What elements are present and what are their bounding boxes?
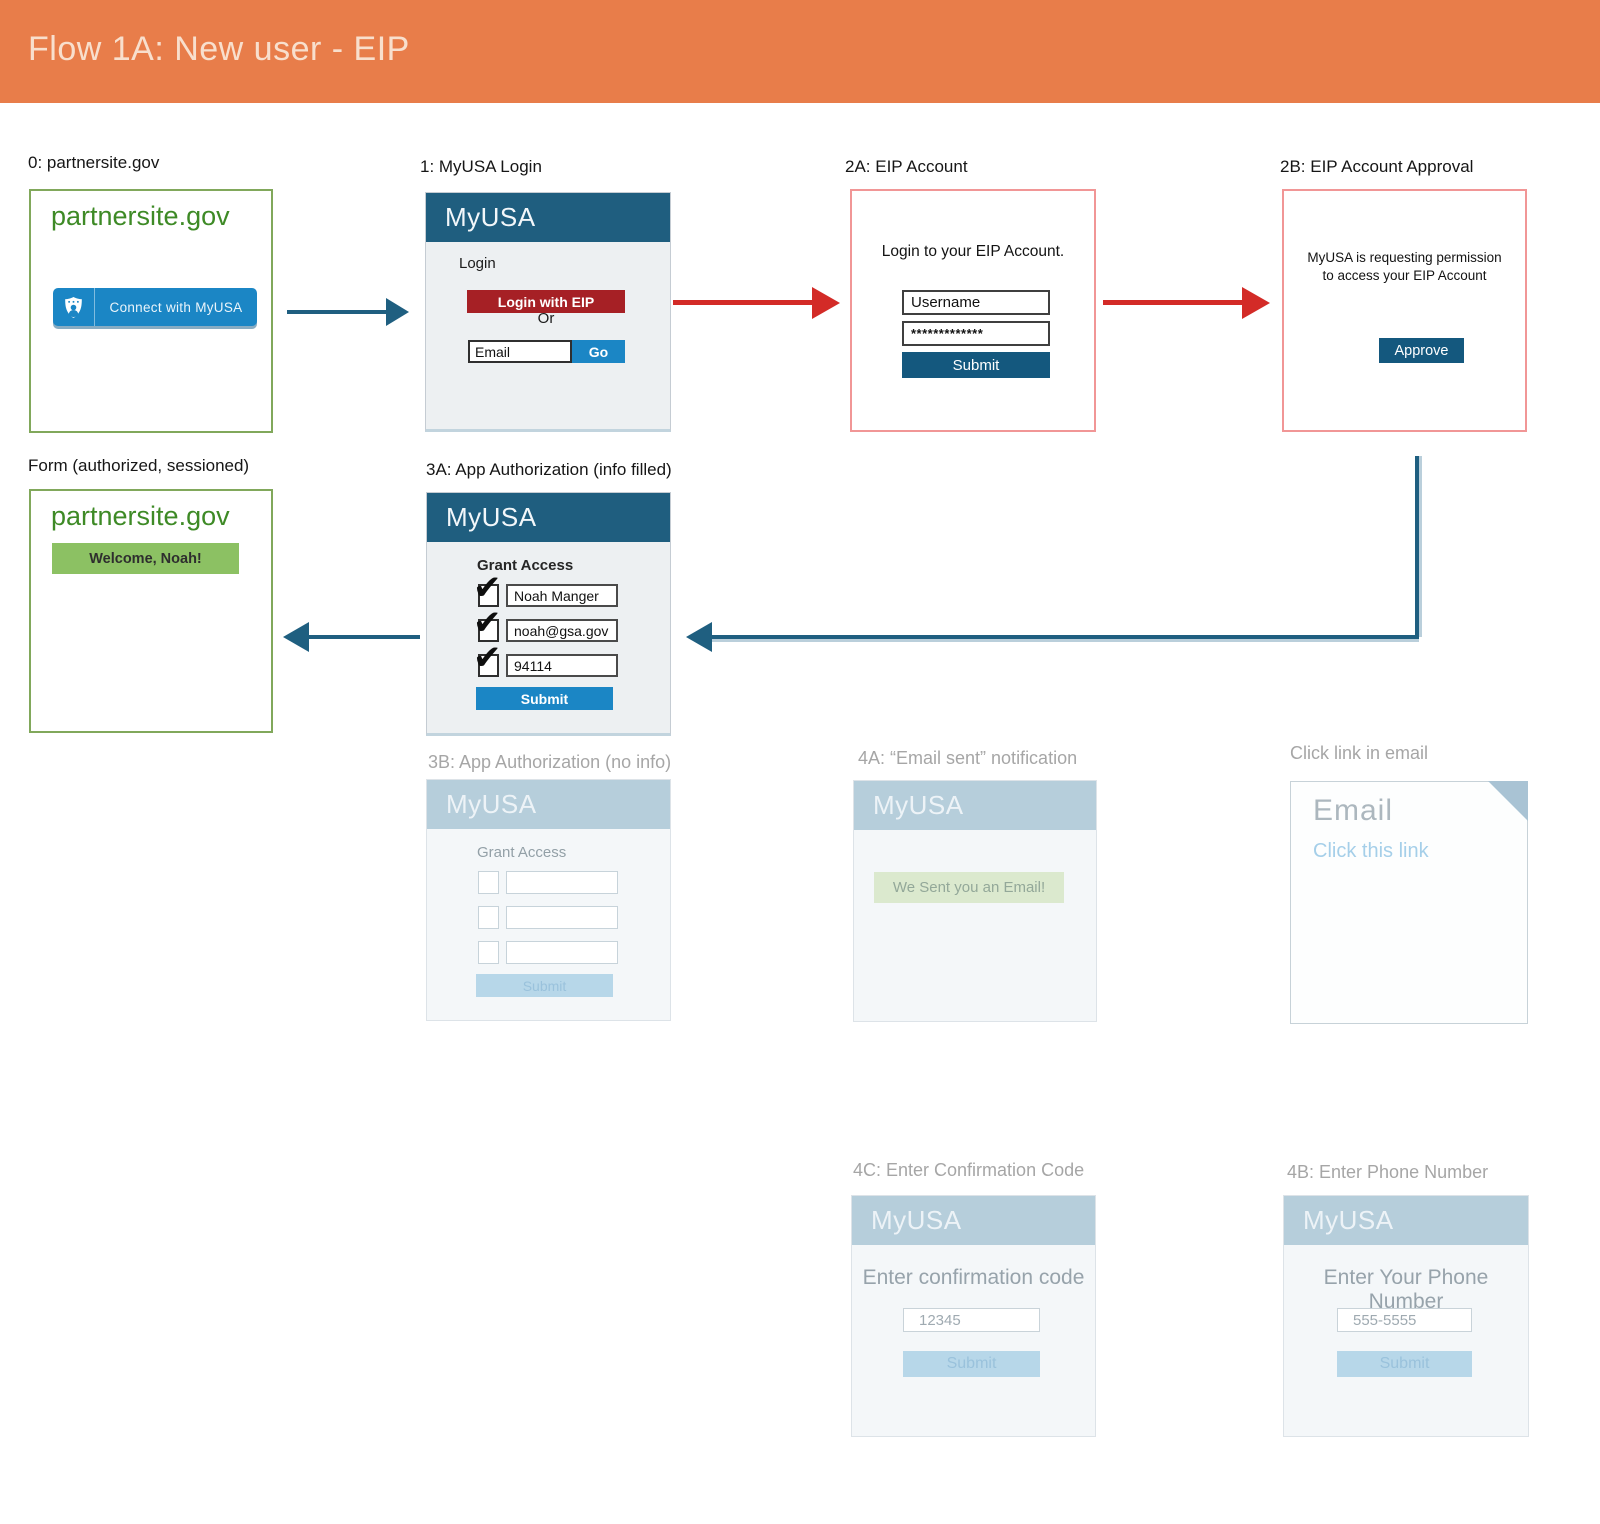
empty-field[interactable]	[506, 906, 618, 929]
arrowhead-approval-to-auth	[686, 622, 712, 652]
empty-checkbox[interactable]	[478, 871, 499, 894]
label-form-done: Form (authorized, sessioned)	[28, 456, 250, 475]
myusa-header: MyUSA	[427, 493, 670, 542]
email-checkbox[interactable]	[478, 619, 499, 642]
empty-field[interactable]	[506, 941, 618, 964]
label-phone-number: 4B: Enter Phone Number	[1287, 1162, 1489, 1182]
flow-title: Flow 1A: New user - EIP	[28, 30, 410, 68]
eip-submit-button[interactable]: Submit	[902, 352, 1050, 378]
welcome-banner: Welcome, Noah!	[52, 543, 239, 574]
arrow-partnersite-to-login	[287, 310, 387, 314]
go-button[interactable]: Go	[572, 340, 625, 363]
partnersite-window: partnersite.gov Connect with MyUSA	[29, 189, 273, 433]
connect-button-label: Connect with MyUSA	[109, 299, 243, 315]
myusa-logo: MyUSA	[445, 202, 536, 232]
myusa-header: MyUSA	[1284, 1196, 1528, 1245]
checkmark-icon: ✔	[473, 569, 502, 607]
arrow-eip-to-approval	[1103, 300, 1243, 305]
arrow-approval-to-auth-horizontal	[710, 635, 1419, 639]
label-partnersite: 0: partnersite.gov	[28, 153, 160, 172]
partnersite-title: partnersite.gov	[51, 201, 230, 231]
myusa-shield-icon	[53, 288, 95, 326]
email-sent-window: MyUSA We Sent you an Email!	[853, 780, 1097, 1022]
myusa-logo: MyUSA	[1303, 1205, 1394, 1235]
approve-button[interactable]: Approve	[1379, 338, 1464, 363]
connect-with-myusa-button[interactable]: Connect with MyUSA	[53, 288, 257, 326]
myusa-header: MyUSA	[427, 780, 670, 829]
myusa-login-window: MyUSA Login Login with EIP Or Go	[425, 192, 671, 432]
phone-number-heading: Enter Your Phone Number	[1323, 1266, 1489, 1313]
email-field[interactable]	[468, 340, 572, 363]
partnersite-form-window: partnersite.gov Welcome, Noah!	[29, 489, 273, 733]
approval-message: MyUSA is requesting permission to access…	[1307, 250, 1502, 283]
phone-number-submit-button[interactable]: Submit	[1337, 1351, 1472, 1377]
checkmark-icon: ✔	[473, 639, 502, 677]
myusa-logo: MyUSA	[871, 1205, 962, 1235]
page-fold-icon	[1488, 781, 1528, 821]
flow-title-bar: Flow 1A: New user - EIP	[0, 0, 1600, 103]
label-app-auth-empty: 3B: App Authorization (no info)	[428, 752, 672, 772]
empty-checkbox[interactable]	[478, 941, 499, 964]
app-auth-filled-window: MyUSA Grant Access ✔ ✔ ✔ Submit	[426, 492, 671, 736]
myusa-logo: MyUSA	[446, 789, 537, 819]
myusa-header: MyUSA	[426, 193, 670, 242]
username-field[interactable]	[902, 290, 1050, 315]
grant-access-submit-button[interactable]: Submit	[476, 974, 613, 997]
myusa-header: MyUSA	[852, 1196, 1095, 1245]
name-field[interactable]	[506, 584, 618, 607]
checkmark-icon: ✔	[473, 604, 502, 642]
login-with-eip-button[interactable]: Login with EIP	[467, 290, 625, 313]
eip-approval-window: MyUSA is requesting permission to access…	[1282, 189, 1527, 432]
label-myusa-login: 1: MyUSA Login	[420, 157, 542, 176]
empty-checkbox[interactable]	[478, 906, 499, 929]
myusa-logo: MyUSA	[446, 502, 537, 532]
confirm-code-window: MyUSA Enter confirmation code Submit	[851, 1195, 1096, 1437]
arrow-approval-to-auth-vertical	[1415, 456, 1419, 637]
email-document: Email Click this link	[1290, 781, 1528, 1024]
label-app-auth-filled: 3A: App Authorization (info filled)	[426, 460, 672, 479]
password-field[interactable]	[902, 321, 1050, 346]
eip-account-window: Login to your EIP Account. Submit	[850, 189, 1096, 432]
label-email-doc: Click link in email	[1290, 743, 1429, 763]
confirm-code-submit-button[interactable]: Submit	[903, 1351, 1040, 1377]
myusa-logo: MyUSA	[873, 790, 964, 820]
email-sent-banner: We Sent you an Email!	[874, 872, 1064, 903]
label-confirm-code: 4C: Enter Confirmation Code	[853, 1160, 1085, 1180]
arrow-login-to-eip	[673, 300, 813, 305]
email-field[interactable]	[506, 619, 618, 642]
or-divider: Or	[537, 310, 555, 327]
arrowhead-auth-to-form	[283, 622, 309, 652]
zip-checkbox[interactable]	[478, 654, 499, 677]
grant-access-heading: Grant Access	[477, 557, 574, 574]
email-link[interactable]: Click this link	[1313, 840, 1429, 862]
phone-number-field[interactable]	[1337, 1308, 1472, 1332]
phone-number-window: MyUSA Enter Your Phone Number Submit	[1283, 1195, 1529, 1437]
label-eip-approval: 2B: EIP Account Approval	[1280, 157, 1474, 176]
email-title: Email	[1313, 794, 1394, 827]
label-email-sent: 4A: “Email sent” notification	[858, 748, 1078, 768]
login-heading: Login	[459, 255, 496, 272]
empty-field[interactable]	[506, 871, 618, 894]
zip-field[interactable]	[506, 654, 618, 677]
grant-access-heading: Grant Access	[477, 844, 567, 861]
myusa-header: MyUSA	[854, 781, 1096, 830]
confirmation-code-field[interactable]	[903, 1308, 1040, 1332]
grant-access-submit-button[interactable]: Submit	[476, 687, 613, 710]
partnersite-title: partnersite.gov	[51, 501, 230, 531]
arrowhead-login-to-eip	[812, 287, 840, 319]
arrowhead-eip-to-approval	[1242, 287, 1270, 319]
confirm-code-heading: Enter confirmation code	[862, 1266, 1085, 1289]
eip-login-heading: Login to your EIP Account.	[881, 243, 1065, 260]
app-auth-empty-window: MyUSA Grant Access Submit	[426, 779, 671, 1021]
name-checkbox[interactable]	[478, 584, 499, 607]
arrowhead-partnersite-to-login	[386, 298, 409, 326]
label-eip-account: 2A: EIP Account	[845, 157, 968, 176]
arrow-auth-to-form	[306, 635, 420, 639]
